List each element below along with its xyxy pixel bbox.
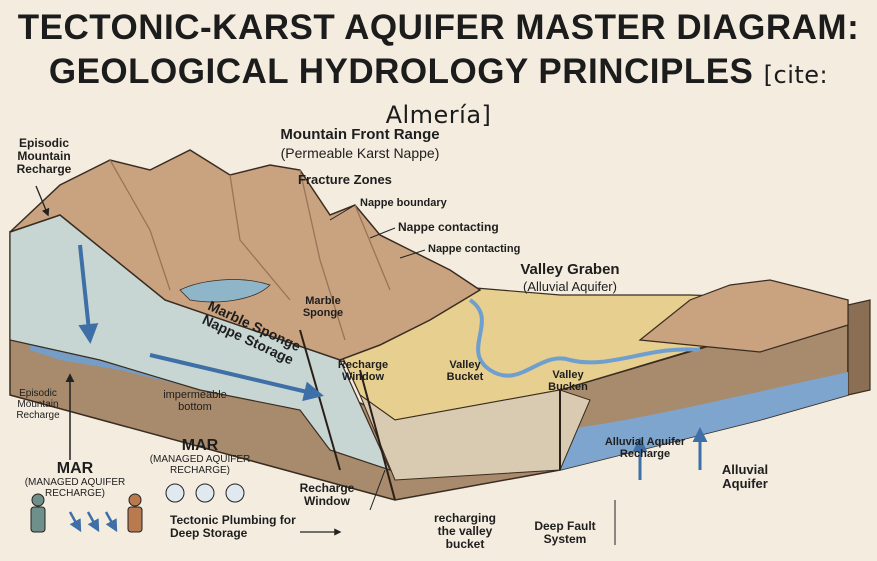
recharge-window-label: Recharge Window (337, 359, 389, 383)
mar-sublabel: (MANAGED AQUIFER RECHARGE) (149, 454, 251, 476)
episodic-recharge-side-label: Episodic Mountain Recharge (16, 388, 60, 421)
diagram-title-line-2: GEOLOGICAL HYDROLOGY PRINCIPLES [cite: A… (0, 52, 877, 132)
nappe-boundary-label: Nappe boundary (360, 197, 447, 209)
person-icon (127, 493, 143, 533)
right-mountains (638, 279, 849, 353)
diagram-title-main: GEOLOGICAL HYDROLOGY PRINCIPLES (48, 52, 754, 91)
marble-sponge-label: Marble Sponge (302, 295, 344, 319)
recharge-flow-arrow (149, 353, 324, 402)
valley-bucken-label: Valley Bucken (548, 369, 588, 393)
mountain-range (9, 149, 482, 361)
fault-line (359, 369, 396, 501)
diagram-citation: [cite: Almería] (385, 61, 829, 129)
mar-label: MAR (181, 437, 219, 454)
alluvial-aquifer-label: Alluvial Aquifer (721, 462, 769, 492)
impermeable-bottom-label: impermeable bottom (163, 389, 227, 413)
right-face (847, 299, 871, 396)
valley-bucket-label: Valley Bucket (446, 359, 484, 383)
recharging-bucket-label: recharging the valley bucket (433, 511, 496, 551)
deep-fault-label: Deep Fault System (534, 519, 596, 546)
alluvial-recharge-label: Alluvial Aquifer Recharge (604, 436, 686, 460)
valley-graben-sublabel: (Alluvial Aquifer) (523, 279, 617, 294)
diagram-title-line-1: TECTONIC-KARST AQUIFER MASTER DIAGRAM: (17, 8, 860, 47)
episodic-recharge-label: Episodic Mountain Recharge (16, 136, 72, 176)
person-icon (30, 493, 46, 533)
nappe-contacting-label: Nappe contacting (428, 243, 521, 255)
valley-graben-label: Valley Graben (520, 261, 620, 278)
mountain-front-label: Mountain Front Range (280, 126, 440, 143)
recharge-flow-arrow (78, 244, 99, 344)
mountain-front-sublabel: (Permeable Karst Nappe) (280, 145, 440, 161)
valley-river (468, 298, 701, 378)
fracture-zones-label: Fracture Zones (298, 172, 392, 187)
karst-pond (179, 279, 271, 303)
recharge-window-bottom-label: Recharge Window (299, 481, 355, 508)
valley-sediment (358, 389, 591, 481)
water-drop-icon (165, 483, 245, 503)
nappe-contacting-label: Nappe contacting (398, 220, 499, 234)
alluvial-water (560, 372, 848, 470)
tectonic-plumbing-label: Tectonic Plumbing for Deep Storage (170, 513, 296, 540)
mar-left-label: MAR (56, 460, 94, 477)
recharge-arrows-icon (68, 511, 118, 533)
mar-left-sublabel: (MANAGED AQUIFER RECHARGE) (24, 477, 126, 499)
